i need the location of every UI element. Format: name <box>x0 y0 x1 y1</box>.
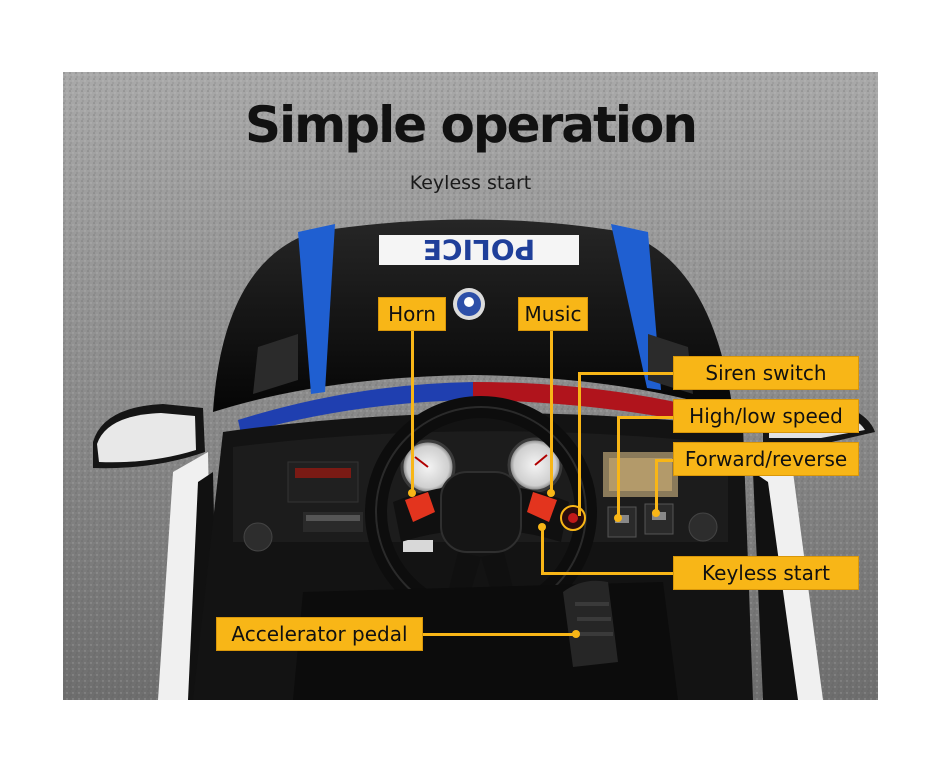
light-bar <box>238 382 703 434</box>
keyless-leader-line-v <box>541 527 544 573</box>
page-title: Simple operation <box>245 96 698 154</box>
hood-police-text: POLICE <box>423 233 535 266</box>
forward-leader-line-h <box>655 459 674 462</box>
keyless-start-label: Keyless start <box>673 556 859 590</box>
siren-leader-line-v <box>578 372 581 516</box>
pedal-leader-line <box>423 633 575 636</box>
horn-marker <box>408 489 416 497</box>
horn-leader-line <box>411 330 414 492</box>
speed-marker <box>614 514 622 522</box>
music-button-icon <box>527 492 557 522</box>
police-badge-icon <box>453 288 485 320</box>
page-subtitle: Keyless start <box>409 172 532 194</box>
accelerator-pedal <box>563 580 618 667</box>
horn-label: Horn <box>378 297 446 331</box>
music-leader-line <box>550 330 553 492</box>
car-hood <box>213 219 733 412</box>
high-low-speed-label: High/low speed <box>673 399 859 433</box>
forward-leader-line-v <box>655 459 658 513</box>
forward-reverse-label: Forward/reverse <box>673 442 859 476</box>
speed-leader-line-v <box>617 416 620 518</box>
accelerator-pedal-label: Accelerator pedal <box>216 617 423 651</box>
keyless-marker <box>538 523 546 531</box>
music-marker <box>547 489 555 497</box>
siren-switch-label: Siren switch <box>673 356 859 390</box>
siren-leader-line-h <box>578 372 674 375</box>
music-label: Music <box>518 297 588 331</box>
forward-marker <box>652 509 660 517</box>
horn-button-icon <box>405 492 435 522</box>
speed-leader-line-h <box>617 416 674 419</box>
left-mirror <box>93 404 205 469</box>
pedal-marker <box>572 630 580 638</box>
keyless-leader-line-h <box>541 572 673 575</box>
hood-stripe-left <box>298 224 335 394</box>
